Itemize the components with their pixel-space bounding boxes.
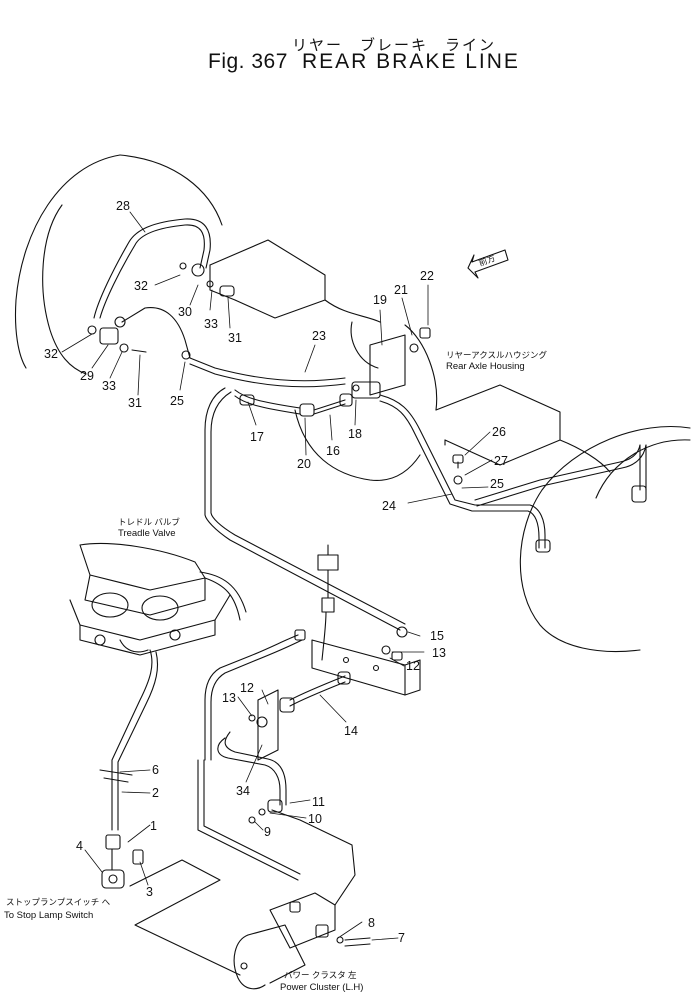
part-labels: リヤーアクスルハウジング Rear Axle Housing トレドル バルブ … [4, 253, 547, 993]
tee-fitting [317, 544, 339, 661]
left-rear-tire [14, 154, 223, 375]
callout-2: 2 [152, 786, 159, 800]
rear-axle-housing [209, 239, 611, 481]
rear-axle-label-jp: リヤーアクスルハウジング [446, 350, 547, 360]
callout-12: 12 [406, 659, 420, 673]
figure-number: Fig. 367 [208, 50, 288, 73]
callout-27: 27 [494, 454, 508, 468]
callout-32: 32 [44, 347, 58, 361]
callout-22: 22 [420, 269, 434, 283]
brake-pipe-to-cluster [197, 759, 301, 881]
callout-10: 10 [308, 812, 322, 826]
callout-11: 11 [312, 795, 325, 809]
treadle-label-jp: トレドル バルブ [118, 517, 180, 527]
frame-bracket [311, 639, 421, 696]
callout-13: 13 [222, 691, 236, 705]
callout-14: 14 [344, 724, 358, 738]
callout-16: 16 [326, 444, 340, 458]
callout-13: 13 [432, 646, 446, 660]
callout-32: 32 [134, 279, 148, 293]
callout-8: 8 [368, 916, 375, 930]
callout-20: 20 [297, 457, 311, 471]
callout-26: 26 [492, 425, 506, 439]
stop-lamp-label-en: To Stop Lamp Switch [4, 910, 93, 921]
callout-28: 28 [116, 199, 130, 213]
callout-30: 30 [178, 305, 192, 319]
callout-1: 1 [150, 819, 157, 833]
callout-numbers: 28 32 30 33 31 32 29 33 31 25 23 17 20 1… [44, 199, 508, 945]
brake-pipe-15 [204, 387, 408, 638]
right-rear-tire [519, 426, 691, 653]
callout-25: 25 [490, 477, 504, 491]
brake-pipe-2 [99, 649, 159, 831]
callout-9: 9 [264, 825, 271, 839]
callout-31: 31 [228, 331, 242, 345]
forward-arrow-icon [467, 249, 509, 279]
callout-19: 19 [373, 293, 387, 307]
callout-31: 31 [128, 396, 142, 410]
brake-pipe-14 [204, 629, 351, 761]
callout-3: 3 [146, 885, 153, 899]
rear-axle-label-en: Rear Axle Housing [446, 361, 525, 372]
callout-29: 29 [80, 369, 94, 383]
callout-33: 33 [204, 317, 218, 331]
brake-pipe-28 [93, 218, 211, 319]
callout-24: 24 [382, 499, 396, 513]
stop-lamp-fittings [101, 834, 241, 976]
stop-lamp-label-jp: ストップランプスイッチ へ [6, 897, 111, 907]
brake-pipe-24 [379, 394, 647, 553]
brake-pipe-25-left [121, 307, 346, 388]
callout-4: 4 [76, 839, 83, 853]
callout-25: 25 [170, 394, 184, 408]
callout-17: 17 [250, 430, 264, 444]
brake-hose-16 [234, 389, 353, 417]
callout-18: 18 [348, 427, 362, 441]
callout-34: 34 [236, 784, 250, 798]
treadle-label-en: Treadle Valve [118, 528, 176, 539]
callout-33: 33 [102, 379, 116, 393]
title-english: REAR BRAKE LINE [302, 50, 520, 73]
callout-7: 7 [398, 931, 405, 945]
callout-12: 12 [240, 681, 254, 695]
callout-15: 15 [430, 629, 444, 643]
power-cluster [233, 809, 371, 990]
callout-23: 23 [312, 329, 326, 343]
title-japanese: リヤー ブレーキ ライン [292, 36, 497, 54]
leader-lines [61, 211, 493, 941]
callout-21: 21 [394, 283, 408, 297]
brake-pipe-34 [217, 689, 287, 824]
junction-bracket-19 [351, 327, 431, 399]
power-cluster-label-jp: パワー クラスタ 左 [284, 970, 357, 980]
power-cluster-label-en: Power Cluster (L.H) [280, 982, 363, 993]
treadle-valve [69, 542, 247, 656]
callout-6: 6 [152, 763, 159, 777]
left-fittings [87, 262, 235, 360]
